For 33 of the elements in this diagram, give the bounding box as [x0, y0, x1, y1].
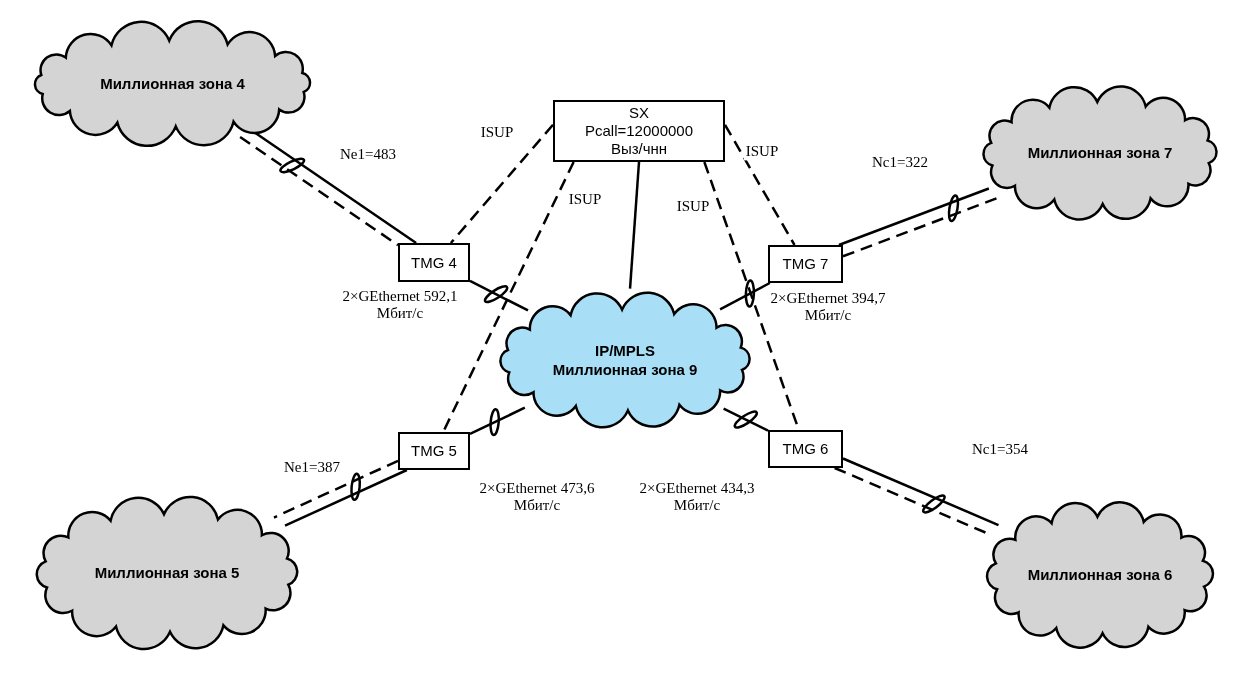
node-text: TMG 6: [782, 440, 829, 458]
link-line: [284, 468, 408, 527]
node-text: TMG 5: [411, 442, 457, 460]
node-text: SX: [629, 104, 649, 122]
edge-label: ISUP: [743, 143, 781, 161]
dashed-link-line: [442, 161, 575, 433]
link-line: [719, 281, 771, 311]
node-text: TMG 4: [411, 253, 457, 272]
link-line: [469, 406, 526, 435]
link-line: [723, 407, 769, 432]
node-text: IP/MPLS: [595, 340, 655, 360]
node-text: Миллионная зона 6: [1027, 565, 1173, 585]
link-line: [628, 161, 641, 289]
link-line: [469, 279, 529, 312]
gateway-box: [553, 100, 725, 162]
dashed-link-line: [842, 196, 1000, 258]
link-line: [842, 457, 999, 527]
node-text: Миллионная зона 4: [100, 73, 245, 94]
dashed-link-line: [273, 459, 399, 519]
node-text: Выз/чнн: [610, 140, 668, 158]
gateway-box: [768, 430, 843, 468]
node-text: Миллионная зона 5: [94, 563, 240, 583]
node-text: TMG 7: [782, 255, 829, 273]
node-text: Миллионная зона 7: [1027, 143, 1173, 163]
link-line: [838, 187, 990, 247]
gateway-box: [398, 243, 470, 282]
gateway-box: [398, 432, 470, 470]
dashed-link-line: [449, 124, 554, 244]
link-line: [254, 131, 417, 245]
node-text: Pcall=12000000: [585, 122, 693, 140]
node-text: Миллионная зона 9: [552, 360, 698, 380]
gateway-box: [768, 245, 843, 283]
dashed-link-line: [239, 136, 399, 247]
